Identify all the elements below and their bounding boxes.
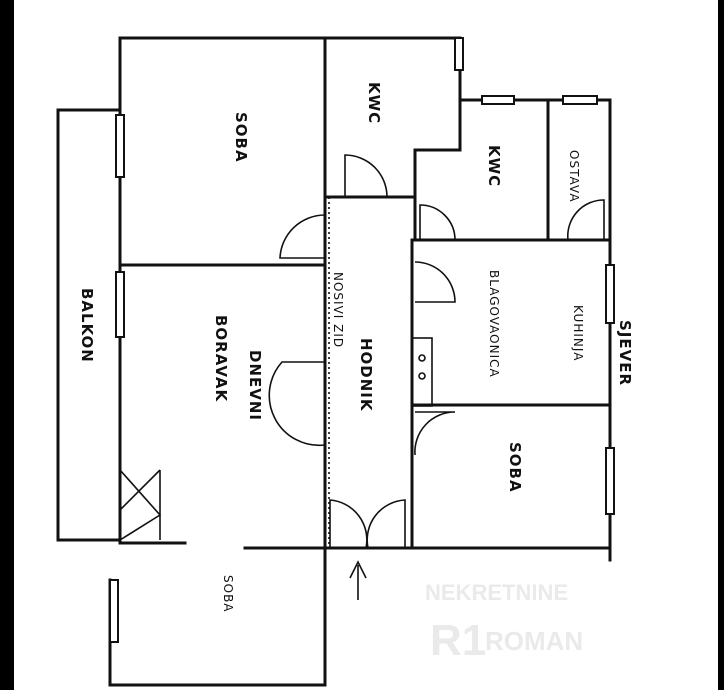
svg-text:ROMAN: ROMAN (485, 626, 583, 656)
watermark: R1 NEKRETNINE ROMAN (425, 580, 583, 665)
label-soba-right: SOBA (506, 442, 524, 493)
label-soba-top: SOBA (232, 112, 250, 163)
label-soba-bottom: SOBA (221, 575, 235, 613)
doors (119, 154, 605, 549)
label-dnevni: DNEVNI (246, 350, 264, 421)
label-kwc-2: KWC (485, 145, 503, 187)
label-nosivi-zid: NOSIVI ZID (331, 272, 345, 348)
label-kwc-1: KWC (365, 82, 383, 124)
windows (109, 37, 615, 643)
label-ostava: OSTAVA (567, 150, 581, 203)
label-balkon: BALKON (78, 288, 96, 363)
right-border (718, 0, 724, 690)
walls (56, 36, 612, 687)
label-kuhinja: KUHINJA (571, 305, 585, 361)
entrance-arrow-icon (349, 560, 367, 600)
label-boravak: BORAVAK (212, 315, 230, 403)
label-orientation-north: SJEVER (616, 320, 634, 386)
svg-text:R1: R1 (430, 616, 486, 665)
left-border (0, 0, 14, 690)
svg-text:NEKRETNINE: NEKRETNINE (425, 580, 568, 605)
label-blagovaonica: BLAGOVAONICA (487, 270, 501, 378)
label-hodnik: HODNIK (357, 338, 375, 412)
